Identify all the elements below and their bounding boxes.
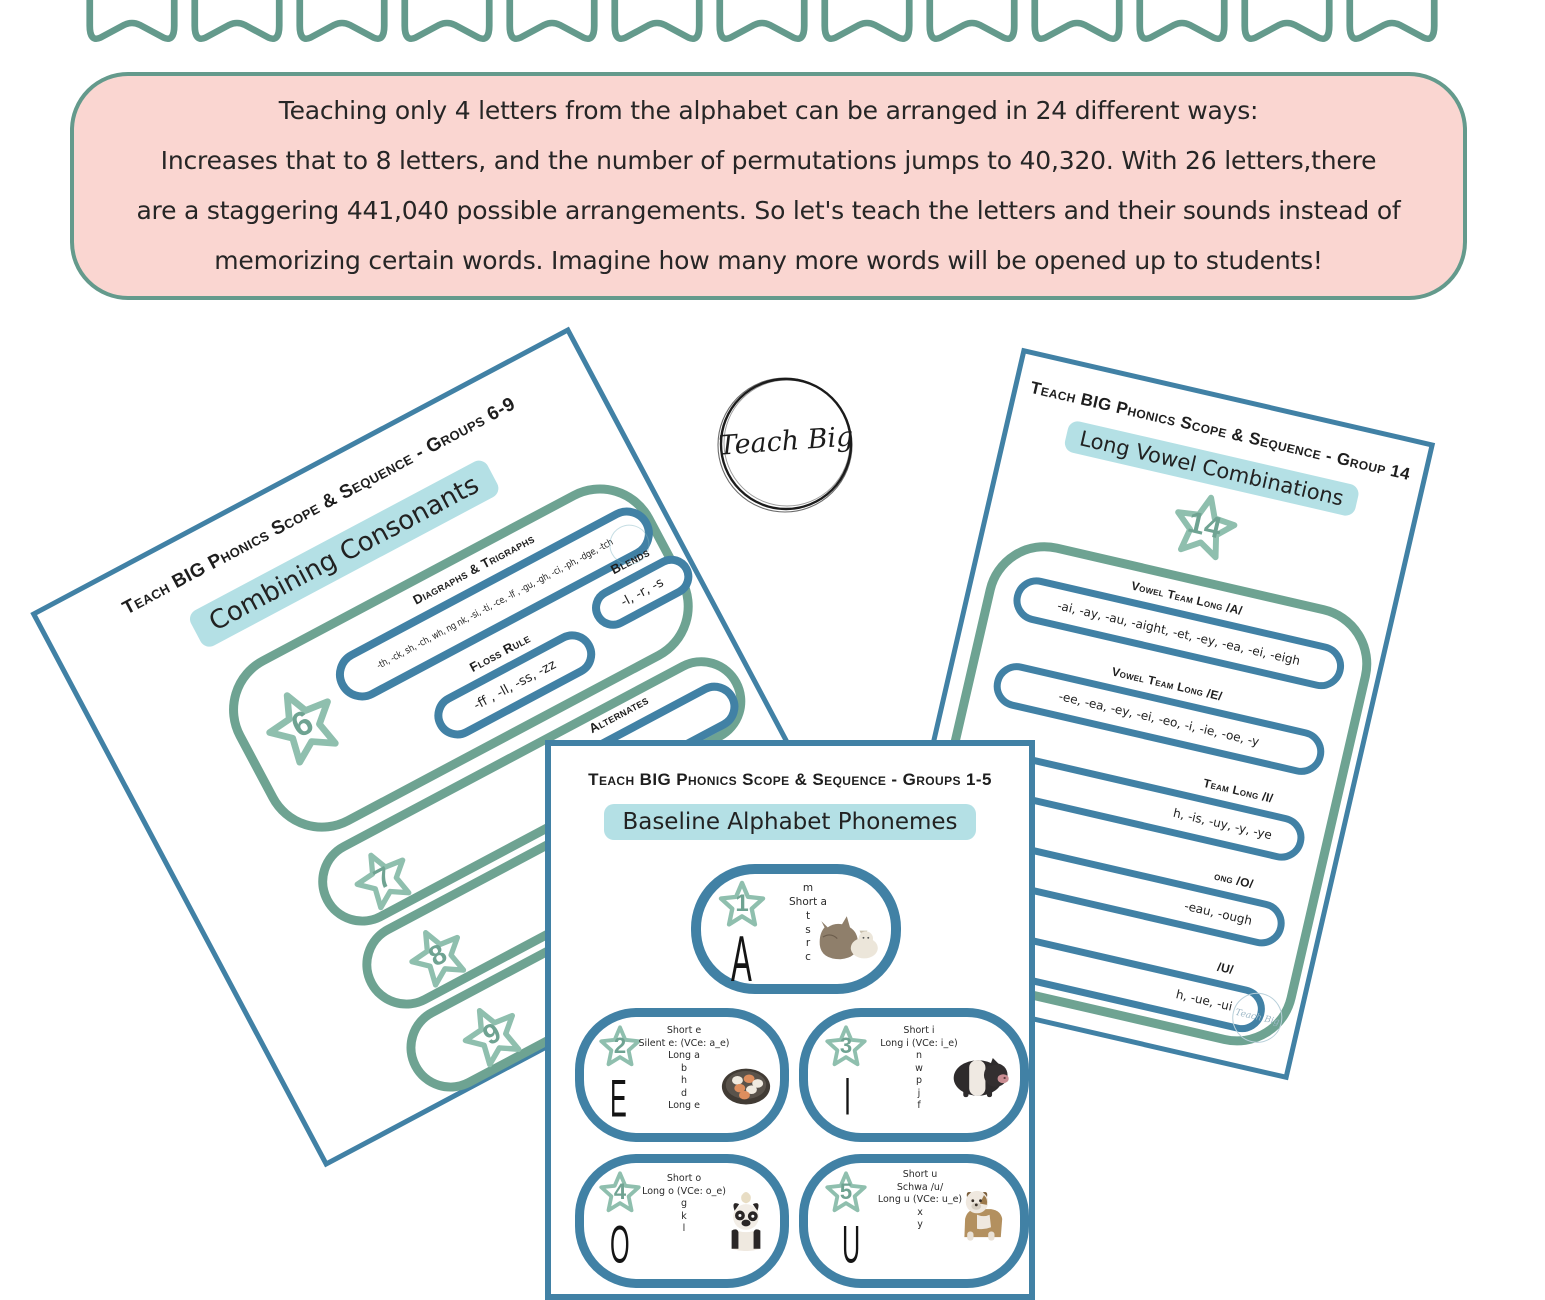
- group-letter: U: [842, 1215, 861, 1274]
- phoneme-list: Short e Silent e: (VCe: a_e) Long a b h …: [638, 1025, 730, 1112]
- bunting-banner: [84, 0, 1440, 46]
- cat-photo: [809, 902, 883, 964]
- star-number: 4: [613, 1178, 627, 1204]
- group-star: 3: [822, 1023, 870, 1071]
- intro-paragraph: Teaching only 4 letters from the alphabe…: [136, 96, 1401, 275]
- egg-bowl-photo: [718, 1061, 774, 1109]
- page-title: Teach BIG Phonics Scope & Sequence - Gro…: [588, 770, 992, 789]
- group-9-container: 9 -ar: [390, 807, 850, 1108]
- group-4-capsule: 4 O Short o Long o (VCe: o_e) g k l: [575, 1154, 789, 1288]
- bulldog-photo: [956, 1185, 1012, 1243]
- group-3-capsule: 3 I Short i Long i (VCe: i_e) n w p j f: [799, 1008, 1029, 1142]
- group-star: 8: [394, 912, 483, 1001]
- worksheet-page-groups-6-9: Teach BIG Phonics Scope & Sequence - Gro…: [30, 326, 864, 1168]
- bunting-flag-icon: [611, 0, 703, 42]
- group-star: 1: [715, 878, 769, 932]
- worksheet-page-group-14: Teach BIG Phonics Scope & Sequence - Gro…: [874, 347, 1436, 1081]
- star-number: 3: [839, 1032, 853, 1058]
- group-star: 7: [339, 835, 428, 924]
- bunting-flag-icon: [506, 0, 598, 42]
- teach-big-logo: Teach Big: [710, 368, 862, 520]
- group-letter: A: [731, 923, 752, 996]
- group-8-container: 8: [346, 724, 805, 1025]
- star-number: 2: [613, 1032, 627, 1058]
- bunting-flag-icon: [1241, 0, 1333, 42]
- phoneme-list: Short o Long o (VCe: o_e) g k l: [642, 1173, 726, 1235]
- watermark-text: Teach Big: [1234, 1007, 1281, 1028]
- group-star: 5: [822, 1169, 870, 1217]
- logo-circle-icon: [717, 377, 853, 513]
- bunting-flag-icon: [401, 0, 493, 42]
- intro-text-box: Teaching only 4 letters from the alphabe…: [70, 72, 1467, 300]
- group-star: 4: [596, 1169, 644, 1217]
- bunting-flag-icon: [1031, 0, 1123, 42]
- phoneme-list: m Short a t s r c: [789, 882, 827, 964]
- pig-photo: [950, 1051, 1012, 1099]
- bunting-flag-icon: [821, 0, 913, 42]
- group-star: 14: [1160, 483, 1249, 572]
- group-2-capsule: 2 E Short e Silent e: (VCe: a_e) Long a …: [575, 1008, 789, 1142]
- group-star: 9: [447, 989, 539, 1081]
- star-number: 5: [839, 1178, 853, 1204]
- bunting-flag-icon: [716, 0, 808, 42]
- bunting-flag-icon: [191, 0, 283, 42]
- group-7-container: 7 Alternates c /: [302, 641, 761, 942]
- bunting-flag-icon: [296, 0, 388, 42]
- group-6-container: 6 Diagraphs & Trigraphs -th, -ck, sh, -c…: [207, 463, 714, 853]
- phoneme-list: Short u Schwa /u/ Long u (VCe: u_e) x y: [877, 1169, 963, 1231]
- group-letter: I: [844, 1067, 852, 1126]
- star-number: 1: [735, 889, 749, 917]
- group-letter: E: [610, 1069, 627, 1128]
- worksheet-page-groups-1-5: Teach BIG Phonics Scope & Sequence - Gro…: [545, 740, 1035, 1300]
- bunting-flag-icon: [86, 0, 178, 42]
- page-subtitle: Baseline Alphabet Phonemes: [604, 804, 976, 840]
- bunting-flag-icon: [926, 0, 1018, 42]
- bunting-flag-icon: [1346, 0, 1438, 42]
- group-1-capsule: 1 A m Short a t s r c: [691, 864, 901, 996]
- phoneme-list: Short i Long i (VCe: i_e) n w p j f: [880, 1025, 958, 1112]
- dog-photo: [718, 1189, 774, 1252]
- group-star: 2: [596, 1023, 644, 1071]
- bunting-flag-icon: [1136, 0, 1228, 42]
- group-5-capsule: 5 U Short u Schwa /u/ Long u (VCe: u_e) …: [799, 1154, 1029, 1288]
- group-star: 6: [247, 669, 361, 783]
